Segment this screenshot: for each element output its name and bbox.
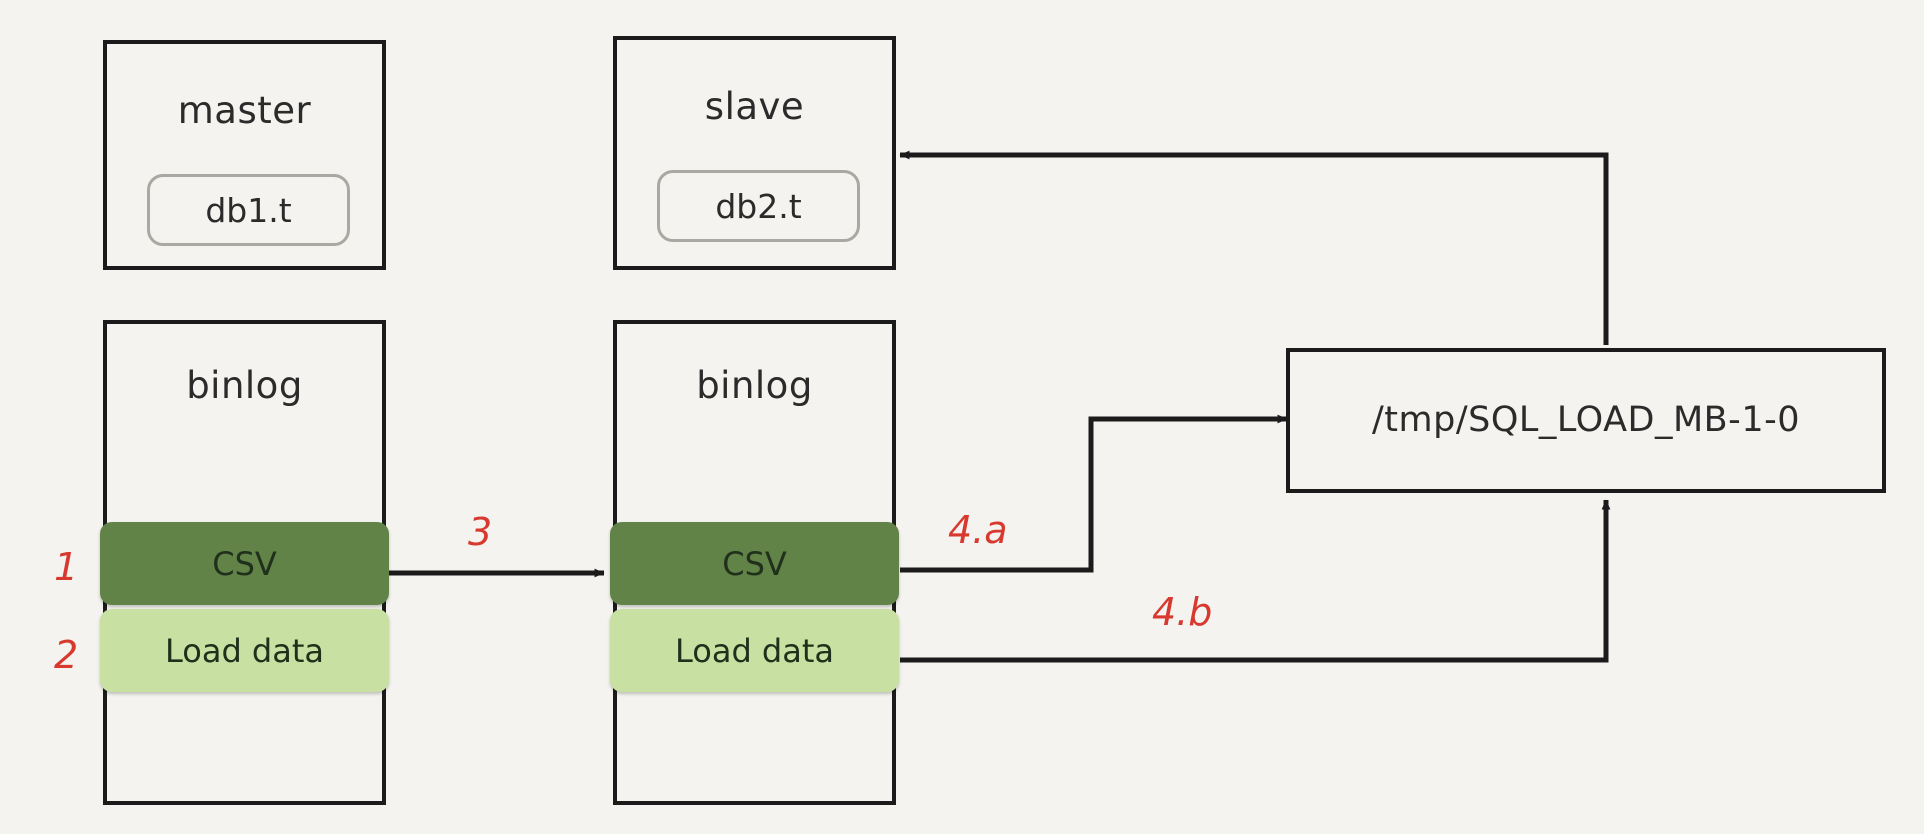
node-master-title: master — [177, 89, 312, 132]
node-slave[interactable]: slave db2.t — [613, 36, 896, 270]
master-binlog-loaddata-block[interactable]: Load data — [100, 609, 389, 692]
node-tmpfile-label: /tmp/SQL_LOAD_MB-1-0 — [1372, 400, 1800, 440]
edge-4a-csv-to-tmpfile — [900, 414, 1288, 573]
node-master-db[interactable]: db1.t — [147, 174, 350, 246]
node-slave-title: slave — [704, 85, 805, 128]
node-master[interactable]: master db1.t — [103, 40, 386, 270]
node-tmpfile[interactable]: /tmp/SQL_LOAD_MB-1-0 — [1286, 348, 1886, 493]
node-slave-binlog-title: binlog — [696, 364, 813, 407]
step-label-1: 1 — [54, 545, 79, 589]
step-label-4b: 4.b — [1152, 590, 1213, 634]
step-label-2: 2 — [54, 633, 79, 677]
master-binlog-csv-block[interactable]: CSV — [100, 522, 389, 605]
node-master-binlog-title: binlog — [186, 364, 303, 407]
slave-binlog-csv-block[interactable]: CSV — [610, 522, 899, 605]
slave-binlog-loaddata-block[interactable]: Load data — [610, 609, 899, 692]
edge-tmpfile-to-slave — [899, 150, 1609, 345]
step-label-3: 3 — [468, 510, 493, 554]
step-label-4a: 4.a — [948, 508, 1008, 552]
edge-4b-loaddata-to-tmpfile — [900, 499, 1611, 663]
node-slave-db[interactable]: db2.t — [657, 170, 860, 242]
